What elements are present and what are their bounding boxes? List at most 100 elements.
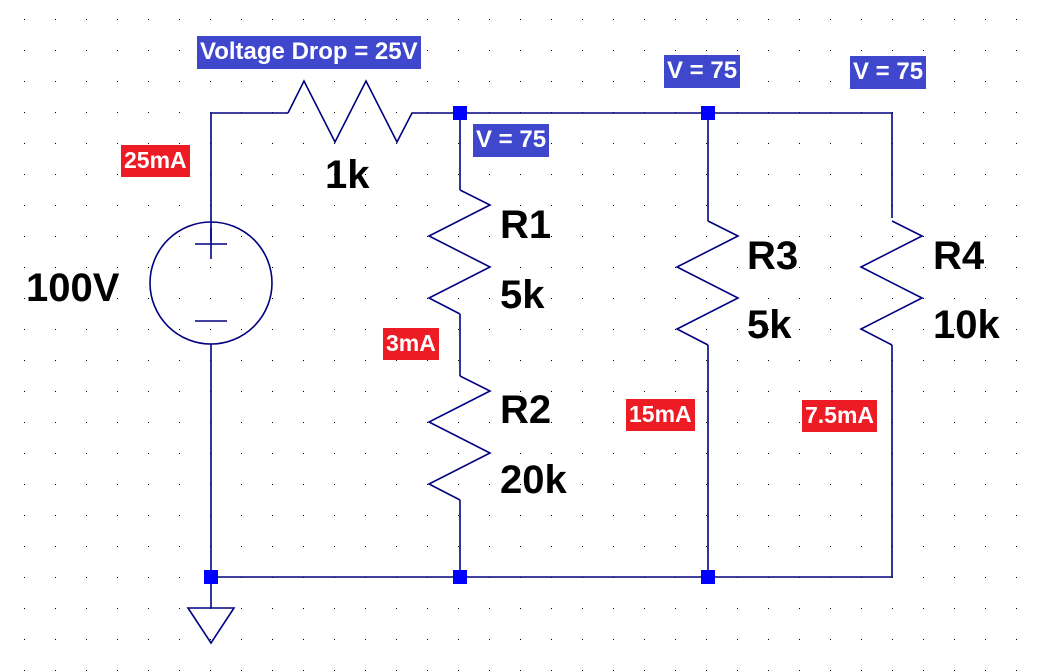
grid-dot — [117, 453, 118, 454]
grid-dot — [241, 298, 242, 299]
grid-dot — [613, 298, 614, 299]
grid-dot — [613, 515, 614, 516]
grid-dot — [241, 608, 242, 609]
grid-dot — [799, 298, 800, 299]
grid-dot — [675, 391, 676, 392]
grid-dot — [768, 391, 769, 392]
grid-dot — [861, 484, 862, 485]
grid-dot — [148, 112, 149, 113]
grid-dot — [768, 546, 769, 547]
resistor-r3-zigzag[interactable] — [675, 220, 740, 346]
grid-dot — [55, 81, 56, 82]
grid-dot — [303, 422, 304, 423]
grid-dot — [210, 267, 211, 268]
grid-dot — [768, 515, 769, 516]
grid-dot — [799, 515, 800, 516]
grid-dot — [861, 546, 862, 547]
grid-dot — [117, 112, 118, 113]
grid-dot — [985, 484, 986, 485]
grid-dot — [427, 205, 428, 206]
grid-dot — [86, 205, 87, 206]
grid-dot — [985, 50, 986, 51]
grid-dot — [396, 608, 397, 609]
grid-dot — [148, 236, 149, 237]
grid-dot — [241, 391, 242, 392]
resistor-r2-zigzag[interactable] — [427, 375, 492, 501]
grid-dot — [582, 422, 583, 423]
grid-dot — [458, 236, 459, 237]
grid-dot — [241, 174, 242, 175]
grid-dot — [706, 298, 707, 299]
grid-dot — [365, 360, 366, 361]
grid-dot — [303, 19, 304, 20]
grid-dot — [55, 267, 56, 268]
grid-dot — [179, 515, 180, 516]
node-ground[interactable] — [204, 570, 218, 584]
grid-dot — [923, 360, 924, 361]
grid-dot — [737, 546, 738, 547]
grid-dot — [551, 19, 552, 20]
wire-top-rail[interactable] — [460, 112, 893, 218]
grid-dot — [272, 484, 273, 485]
grid-dot — [985, 577, 986, 578]
grid-dot — [334, 608, 335, 609]
resistor-1k-zigzag[interactable] — [287, 79, 460, 144]
grid-dot — [427, 639, 428, 640]
grid-dot — [1016, 143, 1017, 144]
source-current-label: 25mA — [121, 145, 190, 177]
voltage-source[interactable] — [149, 221, 273, 345]
grid-dot — [179, 267, 180, 268]
grid-dot — [241, 236, 242, 237]
grid-dot — [86, 608, 87, 609]
grid-dot — [117, 236, 118, 237]
grid-dot — [551, 391, 552, 392]
grid-dot — [520, 608, 521, 609]
grid-dot — [706, 484, 707, 485]
grid-dot — [55, 112, 56, 113]
node-r1-top[interactable] — [453, 106, 467, 120]
grid-dot — [892, 236, 893, 237]
resistor-r1-zigzag[interactable] — [427, 189, 492, 315]
grid-dot — [1016, 236, 1017, 237]
grid-dot — [551, 174, 552, 175]
node-r2-bottom[interactable] — [453, 570, 467, 584]
grid-dot — [303, 174, 304, 175]
voltage-source-circle[interactable] — [149, 221, 273, 345]
grid-dot — [923, 484, 924, 485]
grid-dot — [396, 639, 397, 640]
grid-dot — [303, 143, 304, 144]
grid-dot — [365, 205, 366, 206]
grid-dot — [55, 298, 56, 299]
grid-dot — [799, 453, 800, 454]
grid-dot — [458, 360, 459, 361]
grid-dot — [396, 453, 397, 454]
grid-dot — [272, 515, 273, 516]
grid-dot — [148, 608, 149, 609]
grid-dot — [675, 453, 676, 454]
resistor-r4-zigzag[interactable] — [859, 220, 924, 346]
grid-dot — [489, 50, 490, 51]
grid-dot — [427, 267, 428, 268]
grid-dot — [675, 50, 676, 51]
grid-dot — [427, 19, 428, 20]
grid-dot — [861, 360, 862, 361]
node-r3-top[interactable] — [701, 106, 715, 120]
grid-dot — [24, 639, 25, 640]
grid-dot — [830, 360, 831, 361]
node-r3-bottom[interactable] — [701, 570, 715, 584]
r4-ref-label: R4 — [933, 234, 985, 278]
grid-dot — [923, 639, 924, 640]
ground-icon[interactable] — [186, 607, 236, 645]
grid-dot — [768, 174, 769, 175]
grid-dot — [24, 267, 25, 268]
wire-source-top[interactable] — [210, 112, 288, 241]
grid-dot — [148, 360, 149, 361]
grid-dot — [210, 19, 211, 20]
grid-dot — [1016, 484, 1017, 485]
grid-dot — [458, 205, 459, 206]
grid-dot — [985, 174, 986, 175]
grid-dot — [458, 515, 459, 516]
grid-dot — [644, 546, 645, 547]
grid-dot — [24, 19, 25, 20]
grid-dot — [582, 19, 583, 20]
